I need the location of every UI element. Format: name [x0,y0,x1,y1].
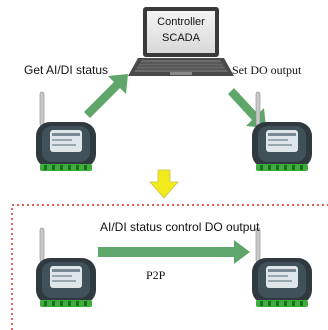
laptop-icon [128,7,234,76]
wireless-io-device-top-right [251,91,313,172]
wireless-io-device-bottom-left [35,227,97,308]
controller-label: Controller SCADA [150,14,212,46]
arrow-down-icon [149,169,179,199]
get-status-label: Get AI/DI status [24,63,109,77]
arrow-up-right-icon [84,74,128,118]
set-output-label: Set DO output [232,63,302,77]
controller-label-line2: SCADA [162,32,200,44]
p2p-label: P2P [146,268,166,282]
arrow-right-icon [98,240,250,264]
controller-label-line1: Controller [157,16,205,28]
wireless-io-device-top-left [35,91,97,172]
p2p-caption: AI/DI status control DO output [100,220,260,234]
p2p-region-border [11,204,328,330]
wireless-io-device-bottom-right [251,227,313,308]
